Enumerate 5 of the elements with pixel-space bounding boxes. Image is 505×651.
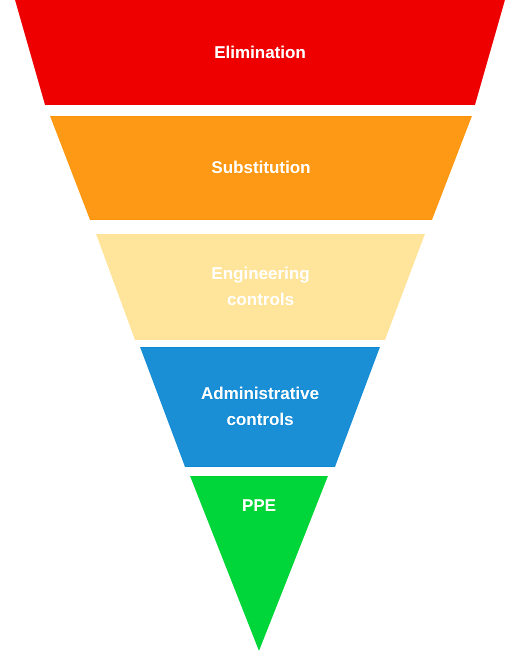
tier-label: Elimination [214,42,306,64]
tier-label: Engineering controls [210,263,311,311]
tier-label: PPE [242,494,276,516]
tier-label: Administrative controls [200,383,320,431]
tier-label: Substitution [211,157,311,179]
